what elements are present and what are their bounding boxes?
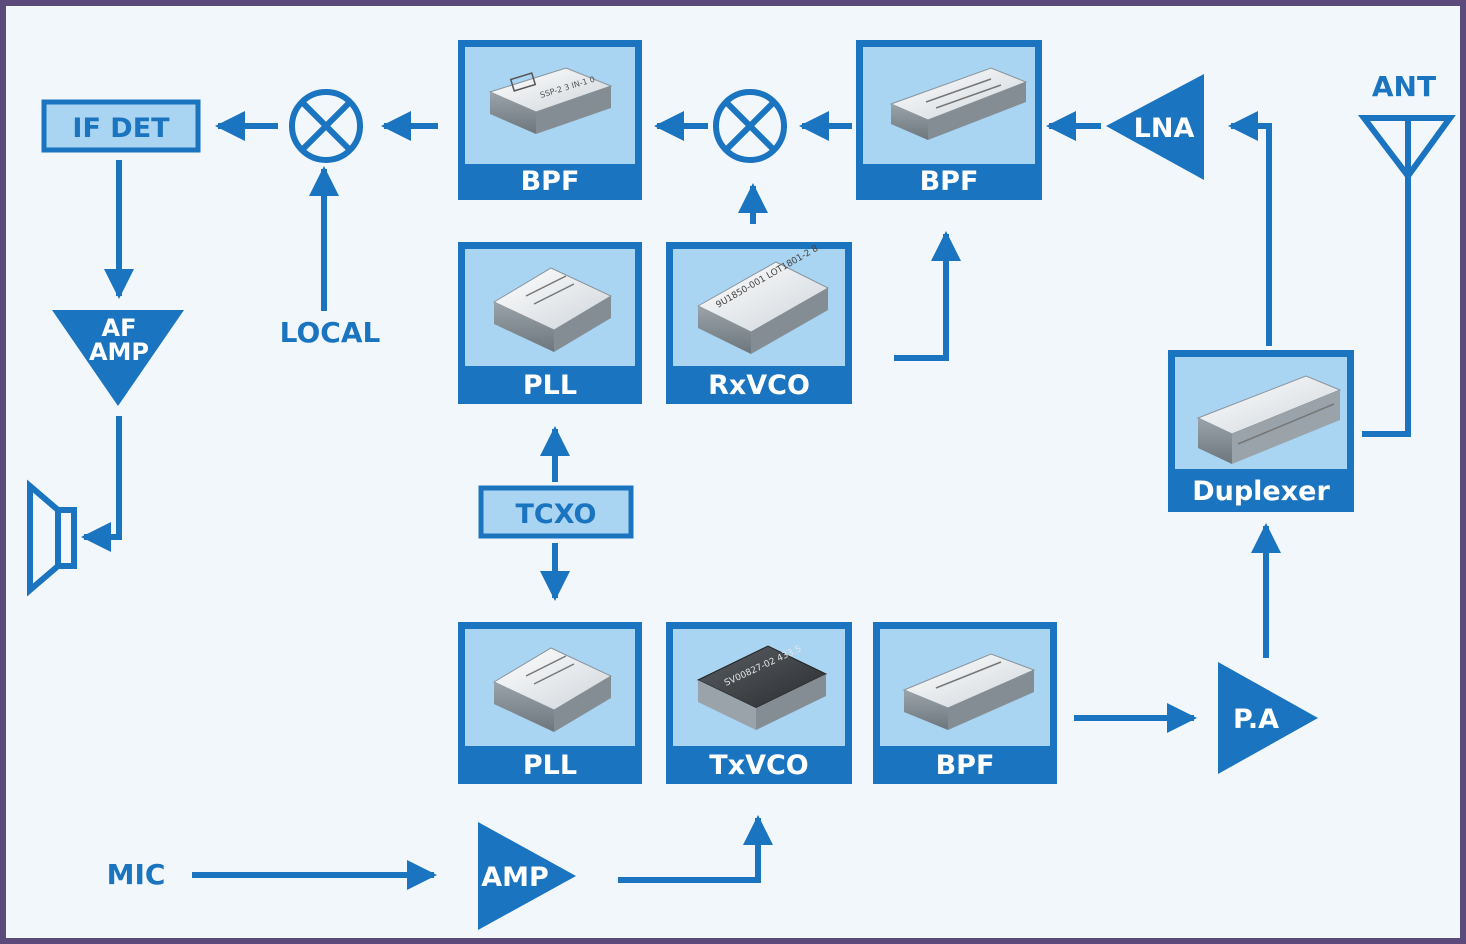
chip-image bbox=[492, 267, 613, 352]
af-amp-label-line1: AF bbox=[102, 314, 137, 342]
antenna-icon bbox=[1357, 115, 1456, 186]
wire-ant-to-duplexer bbox=[1362, 184, 1411, 437]
chip-image: SSP-2 3 IN-1 0 bbox=[488, 67, 613, 134]
amplifier-pa: P.A bbox=[1218, 662, 1318, 774]
pll-tx-label: PLL bbox=[523, 750, 577, 781]
rxvco-label: RxVCO bbox=[708, 370, 810, 401]
diagram-canvas: SSP-2 3 IN-1 0 BPF BPF PLL bbox=[6, 6, 1460, 938]
antenna: ANT bbox=[1357, 70, 1456, 186]
if-det-label: IF DET bbox=[72, 113, 170, 144]
wire-rxvco-to-bpf-rx bbox=[894, 231, 961, 361]
module-bpf-tx: BPF bbox=[873, 622, 1057, 784]
af-amp-label-line2: AMP bbox=[89, 338, 149, 366]
duplexer-label: Duplexer bbox=[1192, 476, 1330, 507]
wire-amp-to-txvco bbox=[618, 815, 773, 883]
chip-image: SV00827-02 433.5 bbox=[696, 644, 828, 730]
module-bpf-rx: BPF bbox=[856, 40, 1042, 200]
module-rxvco: 9U1850-001 LOT1801-2 8 RxVCO bbox=[666, 242, 852, 404]
amp-label: AMP bbox=[481, 862, 549, 893]
chip-image bbox=[889, 67, 1028, 140]
amplifier-lna: LNA bbox=[1106, 74, 1204, 180]
bpf-tx-label: BPF bbox=[936, 750, 995, 781]
local-label: LOCAL bbox=[280, 316, 381, 349]
bpf-if-label: BPF bbox=[521, 166, 580, 197]
pa-label: P.A bbox=[1233, 704, 1279, 735]
amplifier-amp: AMP bbox=[478, 822, 576, 930]
mixer-icon bbox=[713, 89, 787, 163]
pll-rx-label: PLL bbox=[523, 370, 577, 401]
ant-label: ANT bbox=[1372, 70, 1436, 103]
lna-label: LNA bbox=[1134, 113, 1195, 144]
chip-image bbox=[1196, 375, 1342, 464]
chip-image bbox=[902, 653, 1036, 730]
module-txvco: SV00827-02 433.5 TxVCO bbox=[666, 622, 852, 784]
mixer-rf bbox=[713, 89, 787, 163]
bpf-rx-label: BPF bbox=[920, 166, 979, 197]
mixer-icon bbox=[289, 89, 363, 163]
module-duplexer: Duplexer bbox=[1168, 350, 1354, 512]
wire-af-amp-to-speaker bbox=[81, 416, 122, 552]
amplifier-af-amp: AF AMP bbox=[52, 310, 184, 406]
signal-wires bbox=[81, 111, 1411, 890]
mic-label: MIC bbox=[107, 858, 166, 891]
module-pll-rx: PLL bbox=[458, 242, 642, 404]
mixer-if bbox=[289, 89, 363, 163]
block-diagram: SSP-2 3 IN-1 0 BPF BPF PLL bbox=[27, 40, 1456, 930]
tcxo-label: TCXO bbox=[515, 499, 596, 530]
speaker bbox=[27, 479, 77, 597]
module-bpf-if: SSP-2 3 IN-1 0 BPF bbox=[458, 40, 642, 200]
speaker-icon bbox=[27, 479, 77, 597]
wire-duplexer-to-lna bbox=[1228, 111, 1272, 346]
chip-image bbox=[492, 647, 613, 732]
module-pll-tx: PLL bbox=[458, 622, 642, 784]
txvco-label: TxVCO bbox=[709, 750, 809, 781]
block-tcxo: TCXO bbox=[478, 485, 634, 539]
block-if-det: IF DET bbox=[41, 99, 201, 153]
